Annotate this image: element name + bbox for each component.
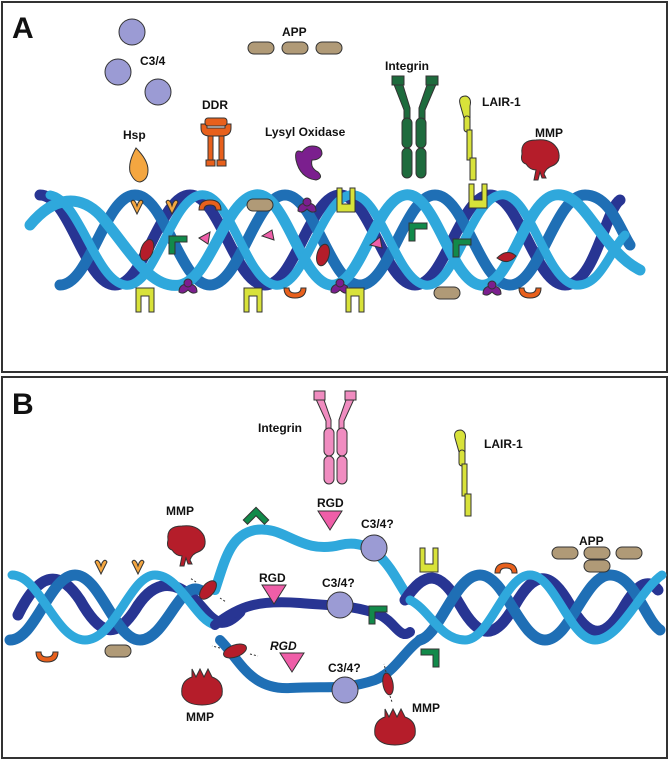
app-segment-icon	[583, 546, 611, 560]
lair1-label: LAIR-1	[484, 437, 523, 451]
integrin-receptor: Integrin	[258, 390, 357, 485]
app-site-icon	[104, 644, 132, 658]
helix-strand-light-right	[405, 570, 667, 645]
helix-strand-mid-right	[414, 569, 666, 646]
rgd-site-icon	[368, 236, 383, 249]
c34-circle-icon	[144, 78, 172, 106]
panel-a-letter: A	[12, 12, 34, 45]
mmp-cleavage-sites	[189, 577, 394, 703]
mmp-protein: MMP	[374, 701, 440, 746]
c34-circle-icon	[331, 676, 359, 704]
panel-b: RGD RGD RGD C3/4? C3/4? C3/4? Integrin	[4, 390, 667, 746]
mmp-protein: MMP	[181, 668, 223, 724]
app-segment-icon	[315, 41, 343, 55]
c34-candidate-sites: C3/4? C3/4? C3/4?	[322, 517, 394, 704]
helix-strand-light-left	[7, 570, 220, 645]
lysyl-oxidase-icon	[295, 145, 323, 181]
app-segment-icon	[247, 41, 275, 55]
app-segment-icon	[583, 559, 611, 573]
c34-label: C3/4	[140, 54, 166, 68]
panel-a: C3/4 APP Integrin LAIR-1	[24, 18, 646, 313]
unwound-strand-mid	[215, 635, 425, 694]
app-protein: APP	[551, 534, 643, 573]
c34-circle-icon	[326, 591, 354, 619]
mmp-site-icon	[199, 580, 217, 600]
rgd-label: RGD	[317, 496, 344, 510]
c34-query-label: C3/4?	[322, 576, 355, 590]
rgd-site-icon	[260, 229, 275, 241]
mmp-site-icon	[496, 252, 517, 262]
app-label: APP	[282, 25, 307, 39]
c34-circle-icon	[118, 18, 146, 46]
mmp-protein: MMP	[166, 504, 206, 567]
c34-molecules: C3/4	[104, 18, 172, 106]
lair1-receptor: LAIR-1	[454, 429, 523, 517]
c34-query-label: C3/4?	[328, 661, 361, 675]
integrin-label: Integrin	[385, 59, 429, 73]
lysyl-oxidase-label: Lysyl Oxidase	[265, 125, 346, 139]
panel-b-letter: B	[12, 388, 34, 421]
integrin-receptor: Integrin	[385, 59, 439, 179]
mmp-protein: MMP	[521, 126, 563, 181]
mmp-label: MMP	[412, 701, 440, 715]
lair1-label: LAIR-1	[482, 95, 521, 109]
app-segment-icon	[281, 41, 309, 55]
mmp-label: MMP	[166, 504, 194, 518]
ddr-protein: DDR	[200, 98, 232, 167]
lair1-receptor: LAIR-1	[459, 95, 521, 181]
mmp-label: MMP	[535, 126, 563, 140]
mmp-label: MMP	[186, 710, 214, 724]
rgd-triangle-icon	[317, 510, 343, 531]
c34-query-label: C3/4?	[361, 517, 394, 531]
app-protein: APP	[247, 25, 343, 55]
hsp-protein: Hsp	[123, 128, 149, 183]
mmp-site-icon	[382, 672, 394, 696]
c34-circle-icon	[104, 58, 132, 86]
hsp-label: Hsp	[123, 128, 146, 142]
hsp-icon	[129, 147, 149, 183]
app-segment-icon	[551, 546, 579, 560]
app-site-icon	[246, 198, 274, 212]
c34-circle-icon	[360, 534, 388, 562]
rgd-triangle-icon	[261, 584, 287, 605]
panel-a-frame	[1, 1, 668, 373]
app-site-icon	[433, 286, 461, 300]
rgd-motifs: RGD RGD RGD	[259, 496, 344, 673]
rgd-site-icon	[198, 231, 211, 245]
rgd-label: RGD	[270, 639, 297, 653]
app-label: APP	[579, 534, 604, 548]
lysyl-oxidase-protein: Lysyl Oxidase	[265, 125, 346, 181]
rgd-label: RGD	[259, 571, 286, 585]
mmp-site-icon	[223, 643, 247, 659]
unwound-strand-light	[210, 524, 415, 605]
app-segment-icon	[615, 546, 643, 560]
integrin-label: Integrin	[258, 421, 302, 435]
ddr-label: DDR	[202, 98, 228, 112]
rgd-triangle-icon	[279, 652, 305, 673]
